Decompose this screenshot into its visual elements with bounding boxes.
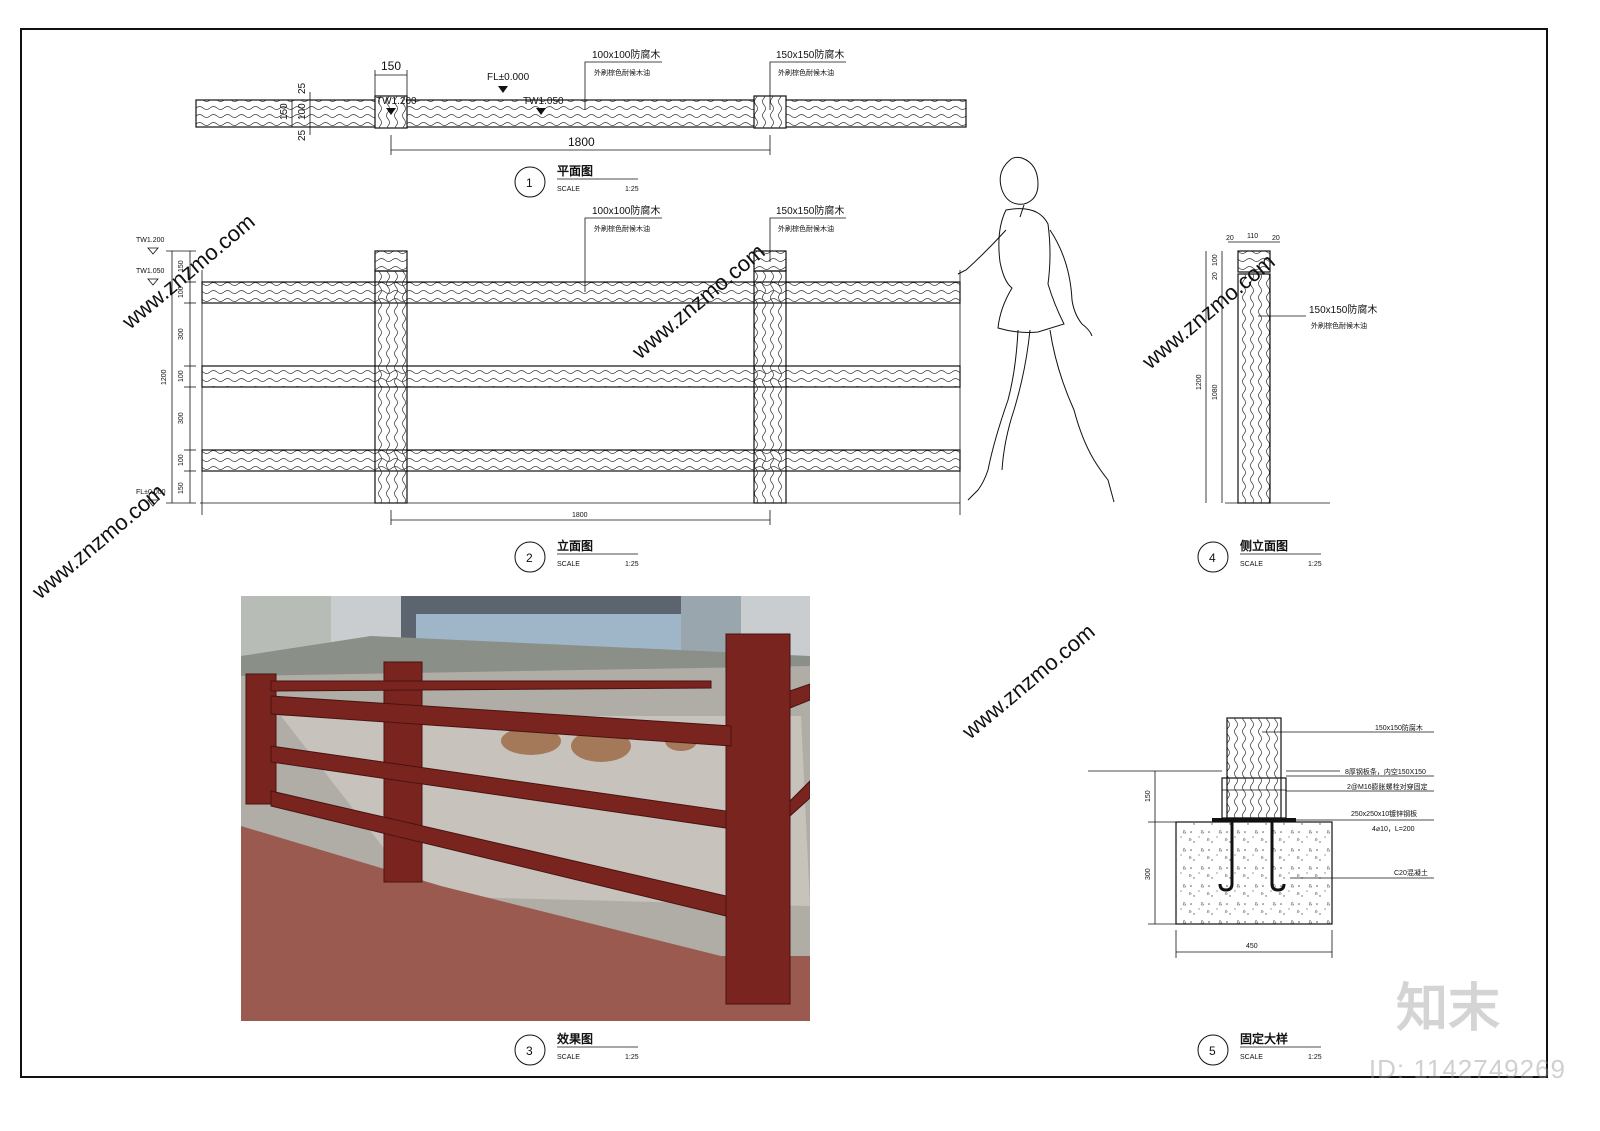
drawing-frame	[20, 28, 1548, 1078]
detail-anchor-bar-right	[1270, 822, 1286, 892]
elevation-post-left	[374, 270, 408, 504]
plan-callout-rail-2: 外刷棕色耐候木油	[594, 68, 650, 77]
plan-level-tw-post: TW1.200	[376, 96, 417, 107]
watermark-site-5: www.znzmo.com	[26, 479, 169, 605]
detail-dim-below: 300	[1145, 868, 1152, 880]
plan-dim-span: 1800	[568, 135, 595, 149]
elev-vdim-2: 300	[178, 328, 185, 340]
detail-callout-4: 4⌀10，L=200	[1372, 826, 1415, 833]
elev-label-num: 2	[526, 551, 533, 565]
detail-concrete-footing	[1175, 821, 1333, 925]
detail-post	[1226, 717, 1282, 819]
photo-label: 3 效果图 SCALE 1:25	[514, 1031, 639, 1066]
detail-callout-3: 250x250x10镀锌钢板	[1351, 809, 1417, 818]
side-top-dim-1: 110	[1247, 233, 1258, 240]
elev-label-circle	[514, 541, 546, 573]
elev-label-scale-label: SCALE	[557, 561, 580, 568]
plan-level-fl: FL±0.000	[487, 72, 530, 83]
side-post-body	[1237, 273, 1271, 504]
elevation-post-right	[753, 270, 787, 504]
plan-dim-v-total: 150	[279, 103, 290, 120]
plan-label-title: 平面图	[557, 164, 593, 178]
detail-callout-5: C20混凝土	[1394, 868, 1428, 877]
side-callout-1: 150x150防腐木	[1309, 303, 1377, 316]
elevation-rail-top	[201, 281, 961, 304]
plan-dim-v-mid: 100	[297, 103, 308, 120]
photo-label-scale: 1:25	[625, 1054, 639, 1061]
detail-label-num: 5	[1209, 1044, 1216, 1058]
side-label-title: 侧立面图	[1240, 538, 1288, 553]
detail-anchor-bar-left	[1218, 822, 1234, 892]
side-label-circle	[1197, 541, 1229, 573]
elev-vdim-6: 150	[178, 482, 185, 494]
side-elevation-view: 20 110 20 1200 1080 20 100 150x150防腐木 外刷…	[1196, 233, 1377, 573]
detail-callout-0: 150x150防腐木	[1375, 723, 1423, 732]
plan-dim-v-top: 25	[297, 82, 308, 94]
plan-callout-post-2: 外刷棕色耐候木油	[778, 68, 834, 77]
detail-label-scale: 1:25	[1308, 1054, 1322, 1061]
side-vdim-cap-b: 100	[1212, 254, 1219, 266]
detail-dim-width: 450	[1246, 943, 1258, 950]
watermark-site-4: www.znzmo.com	[956, 619, 1099, 745]
effect-photo	[241, 596, 810, 1021]
watermark-logo: 知末	[1395, 979, 1500, 1039]
photo-label-title: 效果图	[557, 1031, 593, 1046]
side-vdim-total: 1200	[1196, 374, 1203, 390]
side-label-num: 4	[1209, 551, 1216, 565]
elev-level-tw-post: TW1.200	[136, 237, 165, 244]
detail-dim-above: 150	[1145, 790, 1152, 802]
plan-label-scale-label: SCALE	[557, 186, 580, 193]
elev-callout-post-1: 150x150防腐木	[776, 204, 844, 217]
plan-label-scale: 1:25	[625, 186, 639, 193]
side-top-dim-2: 20	[1272, 235, 1280, 242]
side-post-cap	[1237, 250, 1271, 273]
detail-callout-1: 8厚钢板条，内空150X150	[1345, 767, 1426, 776]
elev-callout-post-2: 外刷棕色耐候木油	[778, 224, 834, 233]
elev-vdim-0: 150	[178, 260, 185, 272]
elev-vdim-total: 1200	[161, 369, 168, 385]
plan-callout-post-1: 150x150防腐木	[776, 48, 844, 61]
plan-dim-v-bot: 25	[297, 129, 308, 141]
elev-vdim-4: 300	[178, 412, 185, 424]
plan-callout-rail-1: 100x100防腐木	[592, 48, 660, 61]
photo-label-scale-label: SCALE	[557, 1054, 580, 1061]
fixing-detail-view: 150 300 450 150x150防腐木 8厚钢板条，内空150X150 2…	[1088, 717, 1434, 1066]
elev-vdim-5: 100	[178, 454, 185, 466]
detail-label-title: 固定大样	[1240, 1031, 1288, 1046]
side-vdim-cap-a: 20	[1212, 272, 1219, 280]
elevation-rail-bottom	[201, 449, 961, 472]
elevation-rail-middle	[201, 365, 961, 388]
detail-label-scale-label: SCALE	[1240, 1054, 1263, 1061]
plan-label-num: 1	[526, 176, 533, 190]
plan-level-tw-rail: TW1.050	[523, 96, 564, 107]
side-label-scale: 1:25	[1308, 561, 1322, 568]
elev-callout-rail-2: 外刷棕色耐候木油	[594, 224, 650, 233]
elev-level-tw-rail: TW1.050	[136, 268, 165, 275]
elev-level-fl: FL±0.000	[136, 489, 166, 496]
photo-label-circle	[514, 1034, 546, 1066]
elevation-view: 150 100 300 100 300 100 150 1200 TW1.200…	[136, 204, 961, 573]
elev-vdim-1: 100	[178, 286, 185, 298]
plan-view: 150 1800 150 25 100 25 FL±0.000 TW1.200 …	[195, 48, 967, 198]
elev-dim-span: 1800	[572, 512, 588, 519]
elevation-post-left-cap	[374, 250, 408, 272]
elev-vdim-3: 100	[178, 370, 185, 382]
plan-rail	[195, 99, 967, 128]
side-label-scale-label: SCALE	[1240, 561, 1263, 568]
side-top-dim-0: 20	[1226, 235, 1234, 242]
elev-label-title: 立面图	[557, 538, 593, 553]
plan-dim-post: 150	[381, 59, 401, 73]
elev-callout-rail-1: 100x100防腐木	[592, 204, 660, 217]
detail-label-circle	[1197, 1034, 1229, 1066]
plan-label-circle	[514, 166, 546, 198]
watermark-id: ID: 1142749269	[1368, 1054, 1566, 1084]
elev-label-scale: 1:25	[625, 561, 639, 568]
side-callout-2: 外刷棕色耐候木油	[1311, 321, 1367, 330]
detail-base-plate	[1212, 818, 1296, 822]
human-scale-figure	[957, 156, 1115, 503]
side-vdim-body: 1080	[1212, 384, 1219, 400]
photo-label-num: 3	[526, 1044, 533, 1058]
detail-callout-2: 2@M16膨胀螺栓对穿固定	[1347, 782, 1428, 791]
